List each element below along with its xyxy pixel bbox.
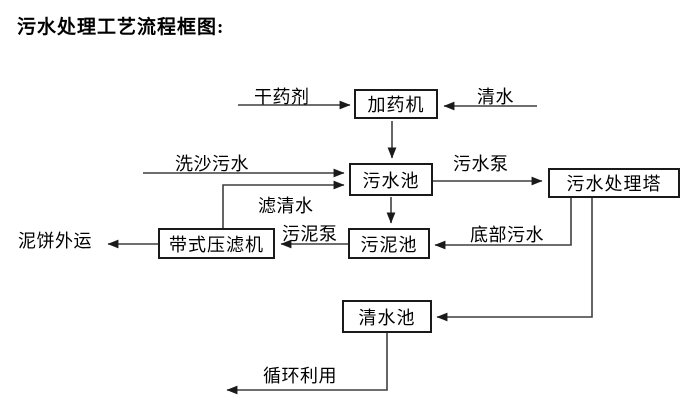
arrow-filtered-water-to-sewage-pool (222, 180, 345, 229)
label-recycling: 循环利用 (263, 366, 337, 386)
label-dry-chemical: 干药剂 (254, 87, 310, 107)
page-title: 污水处理工艺流程框图: (17, 17, 225, 38)
label-sewage-pump: 污水泵 (453, 154, 509, 174)
label-filtered-water: 滤清水 (258, 196, 314, 216)
node-dosing-machine: 加药机 (354, 89, 438, 119)
node-belt-filter-press: 带式压滤机 (158, 228, 275, 259)
arrow-bottom-sewage-to-sludge-pool (434, 198, 572, 250)
node-sewage-pool: 污水池 (349, 163, 433, 196)
label-sand-washing-sewage: 洗沙污水 (175, 154, 249, 174)
label-mud-cake-outbound: 泥饼外运 (18, 231, 92, 251)
label-clear-water: 清水 (477, 87, 514, 107)
arrow-tower-to-clear-pool (436, 198, 593, 322)
arrow-recycling-out (226, 332, 388, 395)
node-sewage-treatment-tower: 污水处理塔 (548, 168, 680, 198)
node-clear-water-pool: 清水池 (342, 300, 432, 333)
label-sludge-pump: 污泥泵 (282, 224, 338, 244)
node-sludge-pool: 污泥池 (348, 228, 430, 259)
label-bottom-sewage: 底部污水 (470, 225, 544, 245)
